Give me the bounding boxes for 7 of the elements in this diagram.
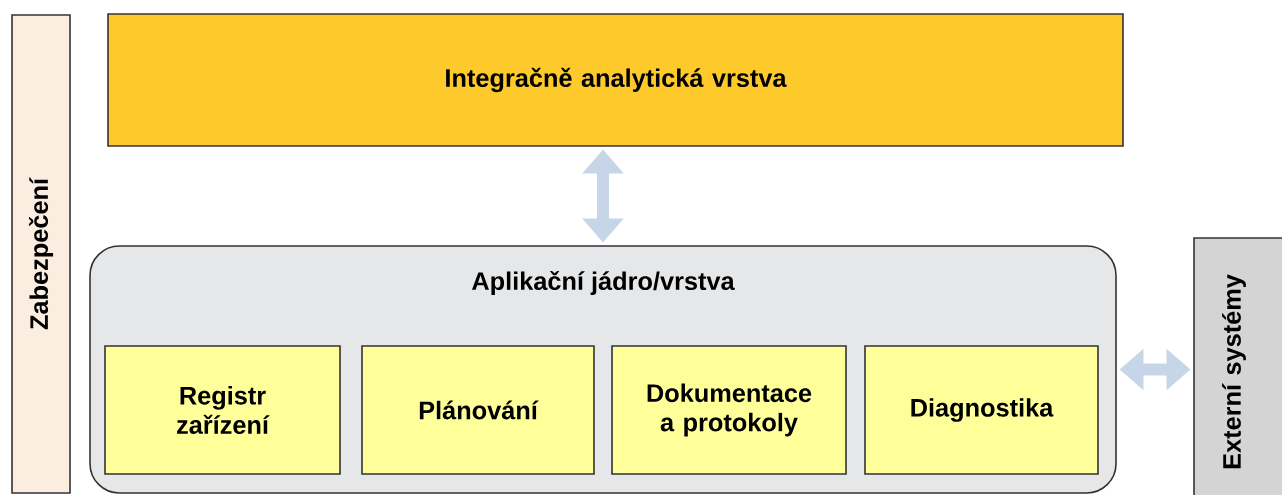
side-box: Externí systémy [1193,237,1282,495]
module-box: Dokumentace a protokoly [611,345,847,475]
module-box: Registr zařízení [104,345,341,475]
module-box: Plánování [361,345,595,475]
layer-box: Integračně analytická vrstva [107,13,1124,147]
side-bar: Zabezpečení [11,14,71,494]
module-box: Diagnostika [864,345,1099,475]
